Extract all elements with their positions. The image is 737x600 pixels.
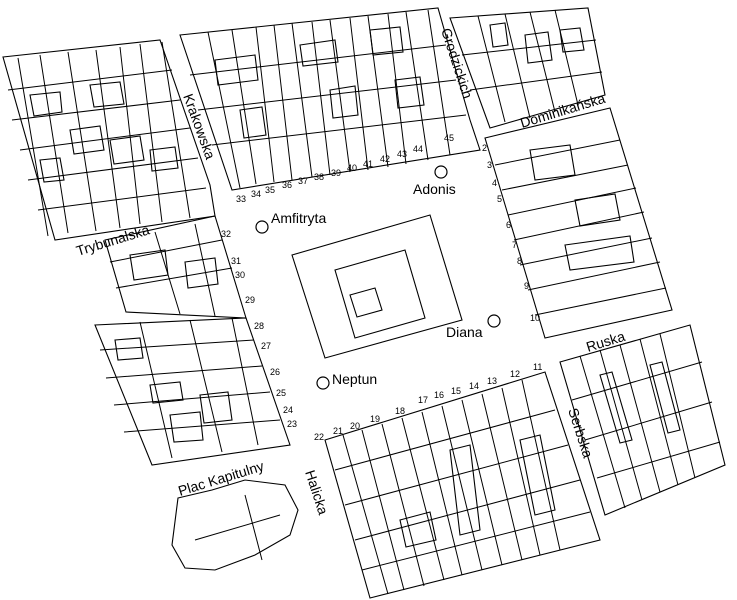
- house-number: 39: [331, 168, 341, 178]
- house-number: 23: [287, 419, 297, 429]
- fountain-amfitryta-marker[interactable]: [255, 220, 269, 234]
- house-number: 19: [370, 414, 380, 424]
- house-number: 27: [261, 341, 271, 351]
- house-number: 44: [413, 144, 423, 154]
- block-west-lower: [94, 317, 291, 466]
- house-number: 36: [282, 180, 292, 190]
- house-number: 31: [231, 256, 241, 266]
- house-number: 24: [283, 405, 293, 415]
- house-number: 4: [492, 178, 497, 188]
- house-number: 17: [418, 395, 428, 405]
- street-label-grodzickich[interactable]: Grodzickich: [438, 26, 476, 101]
- fountain-adonis-label[interactable]: Adonis: [413, 181, 456, 197]
- house-number: 7: [512, 240, 517, 250]
- block-south: [324, 371, 601, 599]
- house-number: 40: [347, 163, 357, 173]
- house-number: 15: [451, 386, 461, 396]
- house-number: 16: [434, 390, 444, 400]
- house-number: 42: [380, 154, 390, 164]
- house-number: 38: [314, 172, 324, 182]
- house-number: 12: [510, 369, 520, 379]
- fountain-amfitryta-label[interactable]: Amfitryta: [271, 210, 326, 226]
- house-number: 45: [444, 133, 454, 143]
- street-label-dominikanska[interactable]: Dominikańska: [518, 90, 607, 131]
- house-number: 37: [298, 176, 308, 186]
- street-label-serbska[interactable]: Serbska: [565, 406, 596, 460]
- house-number: 18: [395, 406, 405, 416]
- house-number: 35: [265, 185, 275, 195]
- block-north: [179, 7, 481, 191]
- fountain-neptun-label[interactable]: Neptun: [332, 371, 377, 387]
- town-hall: [291, 214, 463, 359]
- house-number: 32: [221, 229, 231, 239]
- block-east: [484, 107, 673, 339]
- house-number: 30: [235, 270, 245, 280]
- house-number: 29: [245, 295, 255, 305]
- fountain-diana-marker[interactable]: [487, 314, 501, 328]
- house-number: 41: [363, 159, 373, 169]
- street-label-plac-kapitulny[interactable]: Plac Kapitulny: [176, 458, 266, 499]
- house-number: 8: [517, 256, 522, 266]
- house-number: 26: [270, 367, 280, 377]
- fountain-diana-label[interactable]: Diana: [446, 324, 483, 340]
- house-number: 34: [251, 189, 261, 199]
- house-number: 2: [482, 143, 487, 153]
- street-label-ruska[interactable]: Ruska: [584, 328, 627, 355]
- plac-kapitulny-building: [171, 479, 299, 571]
- house-number: 11: [533, 362, 542, 372]
- house-number: 20: [350, 421, 360, 431]
- house-number: 14: [469, 381, 479, 391]
- fountain-neptun-marker[interactable]: [316, 376, 330, 390]
- street-label-halicka[interactable]: Halicka: [302, 468, 331, 517]
- house-number: 33: [236, 194, 246, 204]
- house-number: 28: [254, 321, 264, 331]
- house-number: 43: [397, 149, 407, 159]
- house-number: 5: [497, 194, 502, 204]
- house-number: 25: [276, 388, 286, 398]
- house-number: 21: [333, 426, 343, 436]
- house-number: 6: [506, 220, 511, 230]
- house-number: 10: [530, 313, 540, 323]
- fountain-adonis-marker[interactable]: [434, 165, 448, 179]
- house-number: 13: [487, 376, 497, 386]
- street-label-krakowska[interactable]: Krakowska: [180, 92, 219, 162]
- house-number: 22: [314, 432, 324, 442]
- block-southeast: [559, 324, 726, 516]
- block-northeast-top: [449, 7, 606, 129]
- block-northwest: [2, 39, 216, 241]
- house-number: 3: [487, 160, 492, 170]
- house-number: 9: [524, 281, 529, 291]
